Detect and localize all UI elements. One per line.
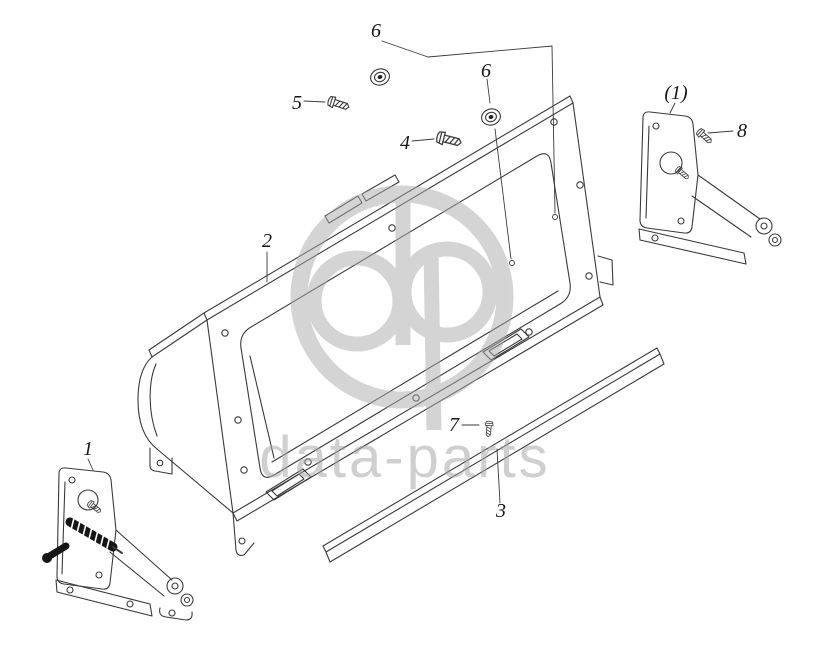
watermark-text: data-parts <box>259 425 550 490</box>
leader-lines <box>87 40 734 504</box>
left-hinge-assembly-part-1 <box>42 467 194 621</box>
hinge-spring <box>65 517 123 554</box>
callout-6-lower: 6 <box>481 60 491 82</box>
callout-7: 7 <box>449 414 459 436</box>
callout-6-upper: 6 <box>371 20 381 42</box>
callout-1-left: 1 <box>83 438 93 460</box>
washer-part-6-upper <box>368 66 392 88</box>
callout-2: 2 <box>262 230 272 252</box>
callout-4: 4 <box>400 132 410 154</box>
screw-part-8 <box>694 127 715 146</box>
trim-rail-part-3 <box>322 347 665 563</box>
washer-part-6-lower <box>479 106 503 128</box>
callout-8: 8 <box>737 120 747 142</box>
callout-5: 5 <box>292 92 302 114</box>
screw-part-4 <box>434 130 464 150</box>
screw-part-5 <box>326 94 352 113</box>
callout-1-right: (1) <box>664 82 688 104</box>
callout-3: 3 <box>496 500 506 522</box>
right-hinge-assembly-part-1 <box>638 111 782 265</box>
spring-bolt <box>42 542 70 563</box>
watermark-logo-icon <box>290 185 514 431</box>
